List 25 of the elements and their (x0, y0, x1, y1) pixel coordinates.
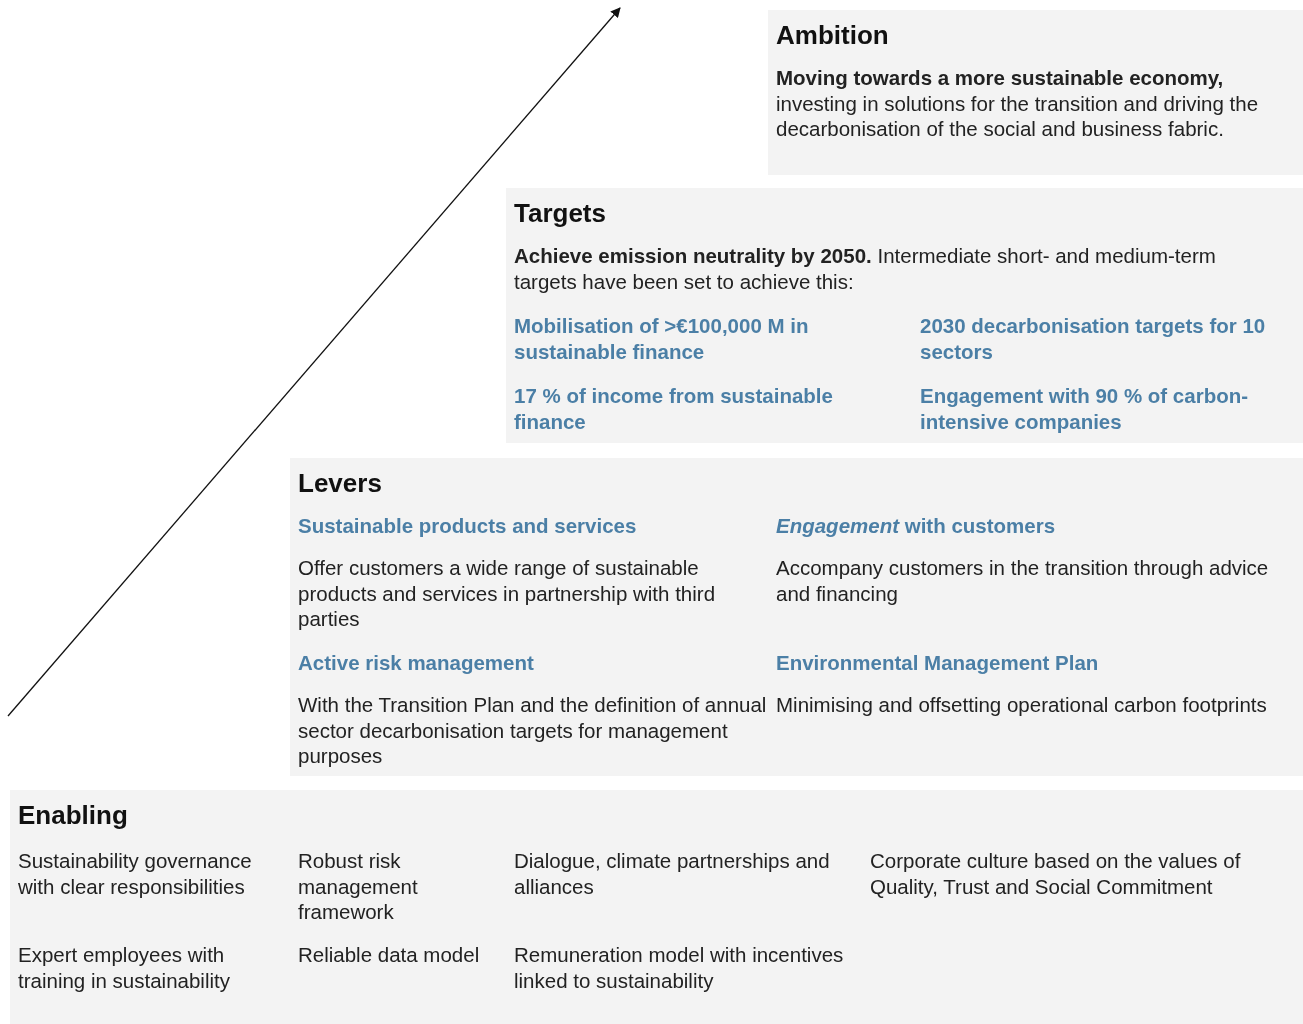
section-title: Levers (298, 468, 383, 498)
item-heading: Mobilisation of >€100,000 M in sustainable finance (514, 313, 810, 364)
body-text: Robust risk management framework (298, 848, 419, 925)
section-title: Ambition (776, 20, 890, 50)
body-text: Offer customers a wide range of sustainable products and services in partnership with third parties (298, 555, 717, 632)
body-text: Sustainability governance with clear responsibilities (18, 848, 253, 899)
item-heading: Engagement with customers (776, 513, 1057, 539)
body-text: Dialogue, climate partnerships and alliances (514, 848, 831, 899)
item-heading: Active risk management (298, 650, 535, 676)
body-text: Accompany customers in the transition through advice and financing (776, 555, 1270, 606)
item-heading: 17 % of income from sustainable finance (514, 383, 834, 434)
item-heading: Environmental Management Plan (776, 650, 1100, 676)
item-heading: Engagement with 90 % of carbon-intensive companies (920, 383, 1250, 434)
section-title: Enabling (18, 800, 129, 830)
body-text: Moving towards a more sustainable economy, investing in solutions for the transition and driving the decarbonisation of the social and business fabric. (776, 65, 1260, 142)
section-title: Targets (514, 198, 607, 228)
body-text: Remuneration model with incentives linked to sustainability (514, 942, 845, 993)
item-heading: 2030 decarbonisation targets for 10 sectors (920, 313, 1267, 364)
body-text: Reliable data model (298, 942, 481, 968)
body-text: Minimising and offsetting operational carbon footprints (776, 692, 1268, 718)
body-text: Corporate culture based on the values of Quality, Trust and Social Commitment (870, 848, 1242, 899)
body-text: With the Transition Plan and the definition of annual sector decarbonisation targets for management purposes (298, 692, 768, 769)
item-heading: Sustainable products and services (298, 513, 638, 539)
body-text: Expert employees with training in sustainability (18, 942, 231, 993)
body-text: Achieve emission neutrality by 2050. Intermediate short- and medium-term targets have been set to achieve this: (514, 243, 1217, 294)
